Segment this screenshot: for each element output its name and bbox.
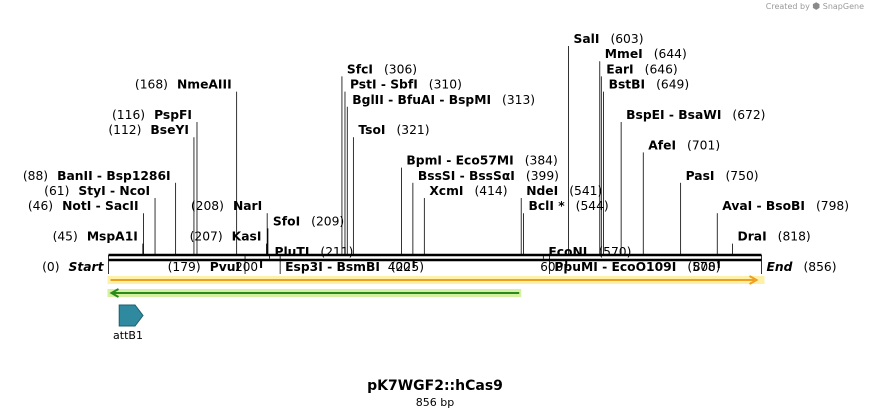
enzyme-position-pasi: (750)	[726, 169, 759, 183]
enzyme-position-psti-sbfi: (310)	[429, 78, 462, 92]
enzyme-position-styi-ncoi: (61)	[44, 184, 69, 198]
enzyme-position-bsssi-bsss-i: (399)	[526, 169, 559, 183]
enzyme-label-ppumi-ecoo109i: PpuMI - EcoO109I	[554, 260, 676, 274]
enzyme-position-kasi: (207)	[190, 230, 223, 244]
enzyme-position-pvui: (179)	[168, 260, 201, 274]
enzyme-label-mspa1i: MspA1I	[87, 230, 138, 244]
enzyme-position-start: (0)	[42, 260, 59, 274]
enzyme-position-avai-bsobi: (798)	[816, 199, 849, 213]
enzyme-label-bseyi: BseYI	[150, 123, 189, 137]
enzyme-position-sali: (603)	[610, 32, 643, 46]
enzyme-label-pluti: PluTI	[274, 245, 309, 259]
enzyme-label-esp3i-bsmbi: Esp3I - BsmBI	[285, 260, 380, 274]
enzyme-label-bglii-bfuai-bspmi: BglII - BfuAI - BspMI	[352, 93, 491, 107]
enzyme-label-sfci: SfcI	[347, 62, 373, 76]
enzyme-label-bspei-bsawi: BspEI - BsaWI	[626, 108, 721, 122]
enzyme-label-noti-sacii: NotI - SacII	[62, 199, 138, 213]
enzyme-position-sfoi: (209)	[311, 214, 344, 228]
plasmid-name: pK7WGF2::hCas9	[367, 378, 503, 394]
enzyme-label-pspfi: PspFI	[154, 108, 192, 122]
enzyme-position-nmeaiii: (168)	[135, 78, 168, 92]
enzyme-label-mmei: MmeI	[605, 47, 643, 61]
enzyme-label-bpmi-eco57mi: BpmI - Eco57MI	[406, 154, 513, 168]
feature-label-attb1: attB1	[113, 329, 143, 342]
enzyme-position-pspfi: (116)	[112, 108, 145, 122]
enzyme-label-start: Start	[69, 260, 105, 274]
enzyme-label-xcmi: XcmI	[429, 184, 463, 198]
enzyme-position-ndei: (541)	[569, 184, 602, 198]
enzyme-position-esp3i-bsmbi: (225)	[391, 260, 424, 274]
enzyme-label-psti-sbfi: PstI - SbfI	[350, 78, 418, 92]
enzyme-position-bspei-bsawi: (672)	[732, 108, 765, 122]
enzyme-label-tsoi: TsoI	[358, 123, 385, 137]
enzyme-position-bseyi: (112)	[108, 123, 141, 137]
credit-prefix: Created by	[765, 2, 810, 11]
enzyme-position-bpmi-eco57mi: (384)	[525, 154, 558, 168]
enzyme-label-pvui: PvuI	[210, 260, 240, 274]
enzyme-position-drai: (818)	[778, 230, 811, 244]
enzyme-label-bcli: BclI *	[528, 199, 565, 213]
enzyme-position-pluti: (211)	[320, 245, 353, 259]
enzyme-position-bcli: (544)	[576, 199, 609, 213]
ruler-tick-label: 800	[693, 260, 716, 274]
enzyme-label-styi-ncoi: StyI - NcoI	[78, 184, 150, 198]
enzyme-label-bsssi-bsss-i: BssSI - BssSαI	[418, 169, 515, 183]
enzyme-label-sali: SalI	[573, 32, 599, 46]
enzyme-position-banii-bsp1286i: (88)	[23, 169, 48, 183]
enzyme-label-kasi: KasI	[232, 230, 262, 244]
enzyme-position-noti-sacii: (46)	[28, 199, 53, 213]
enzyme-label-econi: EcoNI	[548, 245, 587, 259]
enzyme-position-mmei: (644)	[654, 47, 687, 61]
enzyme-position-sfci: (306)	[384, 62, 417, 76]
credit-brand: SnapGene	[822, 2, 864, 11]
plasmid-length: 856 bp	[415, 396, 455, 409]
enzyme-label-sfoi: SfoI	[273, 214, 300, 228]
enzyme-label-nmeaiii: NmeAIII	[177, 78, 232, 92]
enzyme-position-xcmi: (414)	[474, 184, 507, 198]
enzyme-label-avai-bsobi: AvaI - BsoBI	[722, 199, 805, 213]
enzyme-position-mspa1i: (45)	[53, 230, 78, 244]
feature-arrow-forward-head	[749, 275, 759, 285]
enzyme-position-end: (856)	[803, 260, 836, 274]
enzyme-position-econi: (570)	[598, 245, 631, 259]
snapgene-logo-icon: ⬢	[812, 2, 821, 12]
enzyme-position-ppumi-ecoo109i: (578)	[687, 260, 720, 274]
ruler-tick-label: 600	[540, 260, 563, 274]
enzyme-label-ndei: NdeI	[526, 184, 558, 198]
enzyme-position-tsoi: (321)	[396, 123, 429, 137]
enzyme-position-bstbi: (649)	[656, 78, 689, 92]
feature-attb1-arrow	[118, 304, 144, 327]
snapgene-credit: Created by ⬢ SnapGene	[766, 2, 864, 12]
enzyme-label-bstbi: BstBI	[609, 78, 646, 92]
enzyme-label-eari: EarI	[606, 62, 633, 76]
enzyme-position-nari: (208)	[191, 199, 224, 213]
enzyme-label-nari: NarI	[233, 199, 262, 213]
feature-arrow-reverse-head	[109, 288, 119, 298]
ruler-tick-label: 200	[235, 260, 258, 274]
ruler-tick-label: 400	[388, 260, 411, 274]
enzyme-label-banii-bsp1286i: BanII - Bsp1286I	[57, 169, 171, 183]
enzyme-position-eari: (646)	[645, 62, 678, 76]
enzyme-position-bglii-bfuai-bspmi: (313)	[502, 93, 535, 107]
enzyme-label-end: End	[767, 260, 793, 274]
enzyme-label-afei: AfeI	[648, 138, 676, 152]
enzyme-position-afei: (701)	[687, 138, 720, 152]
enzyme-label-drai: DraI	[738, 230, 767, 244]
enzyme-label-pasi: PasI	[686, 169, 715, 183]
